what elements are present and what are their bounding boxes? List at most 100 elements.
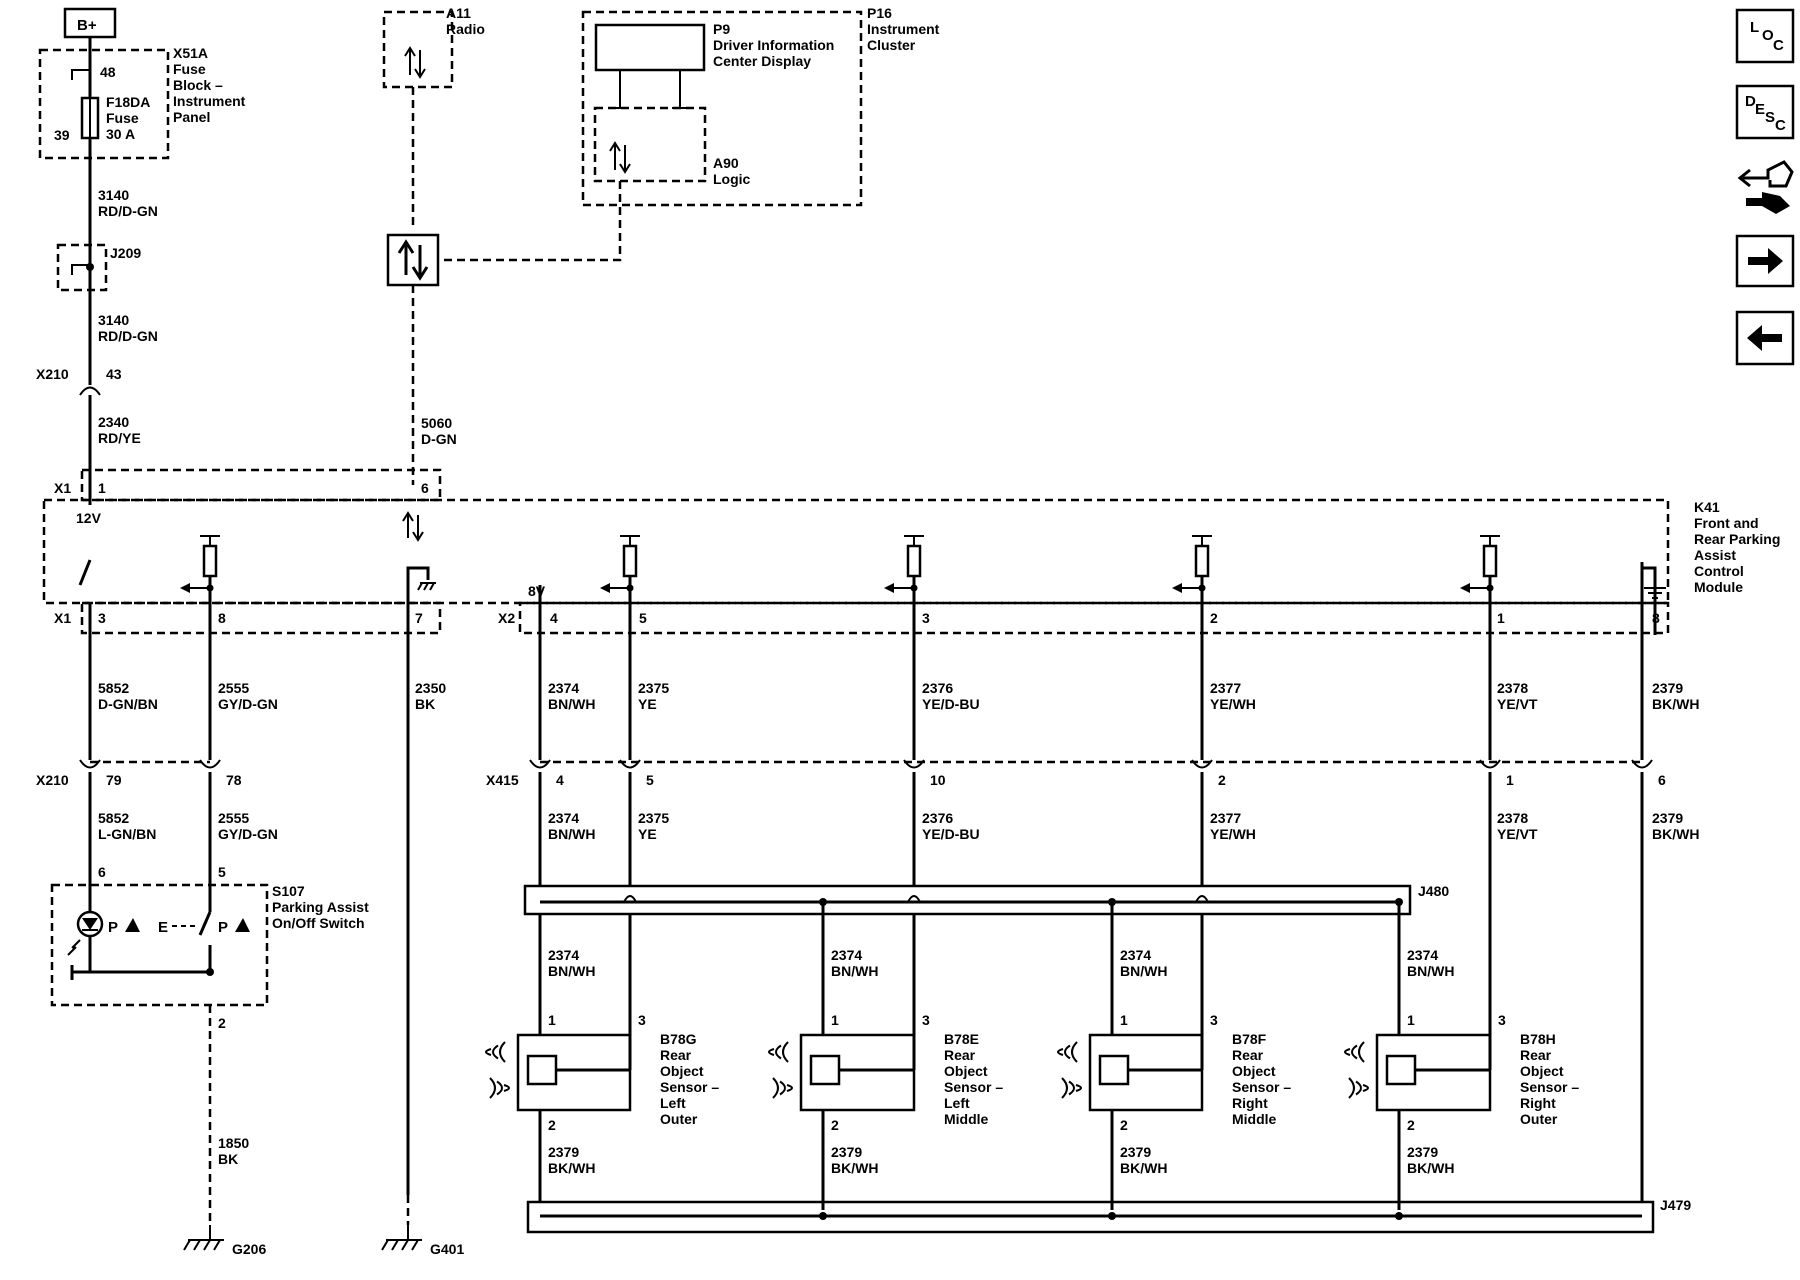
x415-pin-10: 10 bbox=[930, 772, 946, 788]
w-2377-col: YE/WH bbox=[1210, 696, 1256, 712]
module-pullup-resistors bbox=[180, 535, 1500, 593]
pullup-resistor-1 bbox=[180, 535, 220, 593]
sensor-name-line: Outer bbox=[660, 1111, 698, 1127]
sensor-ground-color: BK/WH bbox=[831, 1160, 878, 1176]
parking-assist-switch-s107: 6 5 P E P S107 Parking Assist On/Off Swi… bbox=[50, 864, 369, 1031]
w-2375-col: YE bbox=[638, 696, 657, 712]
connector-view-button[interactable] bbox=[1737, 160, 1794, 214]
back-button[interactable] bbox=[1735, 310, 1795, 366]
instrument-cluster-p16: P9 Driver Information Center Display A90… bbox=[581, 5, 940, 207]
fuse-ref: F18DA bbox=[106, 94, 150, 110]
lw-2555-col: GY/D-GN bbox=[218, 826, 278, 842]
pin-x1-7: 7 bbox=[415, 610, 423, 626]
ultrasonic-wave-icon bbox=[485, 1041, 510, 1099]
upper-wire-labels: 5852 D-GN/BN 2555 GY/D-GN 2350 BK 2374 B… bbox=[98, 680, 1699, 712]
connector-x1-bottom bbox=[80, 601, 442, 635]
switch-link-e: E bbox=[158, 919, 168, 936]
fuse-block-name-4: Panel bbox=[173, 109, 210, 125]
x415-pin-5: 5 bbox=[646, 772, 654, 788]
sensor-name-line: Left bbox=[944, 1095, 970, 1111]
location-button[interactable]: L O C bbox=[1735, 8, 1795, 64]
desc-letter-d: D bbox=[1745, 93, 1756, 110]
sensor-ground-color: BK/WH bbox=[1120, 1160, 1167, 1176]
data-link-node bbox=[386, 233, 440, 287]
w-2376-c: 2376 bbox=[922, 680, 953, 696]
x210-bottom-ref: X210 bbox=[36, 772, 69, 788]
desc-letter-e: E bbox=[1755, 101, 1765, 118]
module-name-1: Front and bbox=[1694, 515, 1759, 531]
switch-symbol-p: P bbox=[108, 919, 118, 936]
sensor-name-line: Right bbox=[1520, 1095, 1556, 1111]
lw-2375-c: 2375 bbox=[638, 810, 669, 826]
x1-top-label: X1 bbox=[54, 480, 71, 496]
sensor-name-line: Outer bbox=[1520, 1111, 1558, 1127]
sensor-name-line: Right bbox=[1232, 1095, 1268, 1111]
wire-2340-color: RD/YE bbox=[98, 430, 141, 446]
sensor-supply-circuit: 2374 bbox=[831, 947, 862, 963]
w-2378-c: 2378 bbox=[1497, 680, 1528, 696]
module-name-3: Assist bbox=[1694, 547, 1736, 563]
splice-j209-ref: J209 bbox=[110, 245, 141, 261]
connector-x2 bbox=[518, 601, 1670, 635]
battery-label: B+ bbox=[77, 17, 97, 34]
switch-name-2: On/Off Switch bbox=[272, 915, 365, 931]
x210-pin-79: 79 bbox=[106, 772, 122, 788]
sensor-name-line: Sensor – bbox=[1520, 1079, 1579, 1095]
lw-2375-col: YE bbox=[638, 826, 657, 842]
ultrasonic-wave-icon bbox=[768, 1041, 793, 1099]
voltage-12v: 12V bbox=[76, 510, 102, 526]
sensor-name-line: Middle bbox=[944, 1111, 989, 1127]
sensor-supply-color: BN/WH bbox=[831, 963, 878, 979]
wire-3140a-color: RD/D-GN bbox=[98, 203, 158, 219]
pin-x2-1: 1 bbox=[1497, 610, 1505, 626]
fuse-block-x51a: 48 39 F18DA Fuse 30 A X51A Fuse Block – … bbox=[38, 45, 246, 245]
ultrasonic-wave-icon bbox=[1344, 1041, 1369, 1099]
sensor-pin-1: 1 bbox=[548, 1012, 556, 1028]
lw-2374-col: BN/WH bbox=[548, 826, 595, 842]
logic-a90 bbox=[593, 106, 707, 183]
cluster-name-2: Cluster bbox=[867, 37, 916, 53]
x210-top-pin: 43 bbox=[106, 366, 122, 382]
sensor-ref: B78G bbox=[660, 1031, 697, 1047]
sensor-name-line: Rear bbox=[944, 1047, 976, 1063]
desc-letter-s: S bbox=[1765, 109, 1775, 126]
sensor-pin-3: 3 bbox=[1498, 1012, 1506, 1028]
sensor-ref: B78H bbox=[1520, 1031, 1556, 1047]
module-name-4: Control bbox=[1694, 563, 1744, 579]
sensor-name-line: Object bbox=[1232, 1063, 1276, 1079]
sensor-name-line: Rear bbox=[1520, 1047, 1552, 1063]
switch-symbol-p2: P bbox=[218, 919, 228, 936]
lw-5852-col: L-GN/BN bbox=[98, 826, 156, 842]
ground-g206-label: G206 bbox=[232, 1241, 266, 1257]
connector-icon bbox=[1737, 160, 1794, 214]
connector-x415: X415 4 5 10 2 1 6 bbox=[486, 759, 1666, 788]
battery-power-block: B+ bbox=[63, 7, 117, 39]
wire-5060-color: D-GN bbox=[421, 431, 457, 447]
connector-x210-top: X210 43 bbox=[36, 366, 122, 396]
display-ref: P9 bbox=[713, 21, 730, 37]
radio-name: Radio bbox=[446, 21, 485, 37]
radio-a11: A11 Radio bbox=[382, 5, 485, 89]
module-ref: K41 bbox=[1694, 499, 1720, 515]
w-5852-col: D-GN/BN bbox=[98, 696, 158, 712]
description-button[interactable]: D E S C bbox=[1735, 84, 1795, 140]
lw-5852-c: 5852 bbox=[98, 810, 129, 826]
wire-3140b-color: RD/D-GN bbox=[98, 328, 158, 344]
cluster-name-1: Instrument bbox=[867, 21, 940, 37]
connector-x1-top bbox=[80, 468, 442, 502]
pin-x2-4: 4 bbox=[550, 610, 558, 626]
wire-2340-circuit: 2340 bbox=[98, 414, 129, 430]
display-name-1: Driver Information bbox=[713, 37, 834, 53]
w-2374-col: BN/WH bbox=[548, 696, 595, 712]
fuse-block-ref: X51A bbox=[173, 45, 208, 61]
w-2350-c: 2350 bbox=[415, 680, 446, 696]
x1-bottom-label: X1 bbox=[54, 610, 71, 626]
forward-button[interactable] bbox=[1735, 234, 1795, 288]
wire-3140b-circuit: 3140 bbox=[98, 312, 129, 328]
lower-wire-labels: 5852 L-GN/BN 2555 GY/D-GN 2374 BN/WH 237… bbox=[98, 810, 1699, 842]
voltage-8v: 8V bbox=[528, 583, 546, 599]
sensor-pin-3: 3 bbox=[638, 1012, 646, 1028]
forward-arrow-icon bbox=[1748, 248, 1783, 274]
